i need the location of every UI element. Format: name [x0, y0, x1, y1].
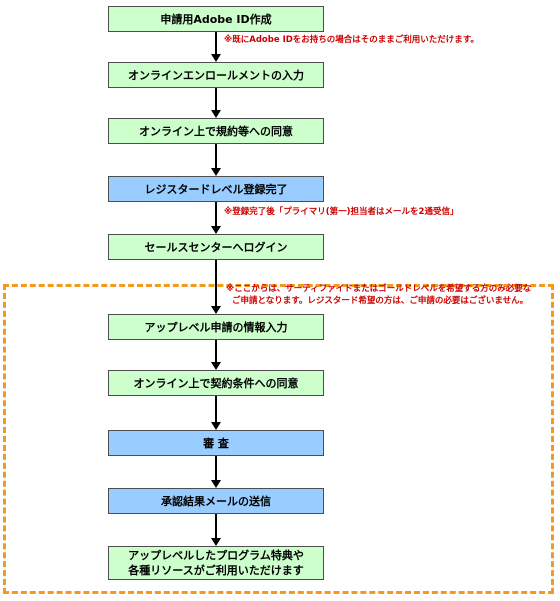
connector-line [215, 88, 217, 110]
arrow-down-icon [211, 168, 221, 176]
step-benefits-available: アップレベルしたプログラム特典や 各種リソースがご利用いただけます [108, 546, 324, 580]
connector-line [215, 456, 217, 480]
step-review: 審 査 [108, 430, 324, 456]
step-agree-contract: オンライン上で契約条件への同意 [108, 370, 324, 396]
arrow-down-icon [211, 110, 221, 118]
step-label: オンライン上で契約条件への同意 [133, 376, 299, 390]
connector-line [215, 32, 217, 54]
step-sales-center-login: セールスセンターへログイン [108, 234, 324, 260]
connector-line [215, 202, 217, 226]
arrow-down-icon [211, 538, 221, 546]
step-registered-complete: レジスタードレベル登録完了 [108, 176, 324, 202]
step-label: オンラインエンロールメントの入力 [128, 68, 304, 82]
note-upgrade-line2: ご申請となります。レジスタード希望の方は、ご申請の必要はございません。 [232, 296, 529, 306]
step-approval-email: 承認結果メールの送信 [108, 488, 324, 514]
step-create-adobe-id: 申請用Adobe ID作成 [108, 6, 324, 32]
step-label: 承認結果メールの送信 [161, 494, 271, 508]
arrow-down-icon [211, 480, 221, 488]
step-online-enrollment: オンラインエンロールメントの入力 [108, 62, 324, 88]
arrow-down-icon [211, 422, 221, 430]
step-label: レジスタードレベル登録完了 [144, 182, 288, 196]
arrow-down-icon [211, 362, 221, 370]
step-label: セールスセンターへログイン [144, 240, 288, 254]
connector-line [215, 396, 217, 422]
connector-line [215, 144, 217, 168]
note-registered: ※登録完了後「プライマリ(第一)担当者はメールを2通受信」 [224, 207, 459, 217]
step-label: 申請用Adobe ID作成 [160, 12, 272, 26]
connector-line [215, 514, 217, 538]
step-agree-terms: オンライン上で規約等への同意 [108, 118, 324, 144]
note-upgrade-line1: ※ここからは、サーティファイドまたはゴールドレベルを希望する方のみ必要な [226, 284, 532, 294]
arrow-down-icon [211, 306, 221, 314]
step-label: オンライン上で規約等への同意 [139, 124, 293, 138]
note-adobe-id: ※既にAdobe IDをお持ちの場合はそのままご利用いただけます。 [224, 35, 479, 45]
step-label-line2: 各種リソースがご利用いただけます [128, 564, 304, 577]
step-upgrade-info-input: アップレベル申請の情報入力 [108, 314, 324, 340]
arrow-down-icon [211, 54, 221, 62]
connector-line [215, 260, 217, 306]
arrow-down-icon [211, 226, 221, 234]
step-label-line1: アップレベルしたプログラム特典や [128, 549, 304, 562]
connector-line [215, 340, 217, 362]
step-label: アップレベル申請の情報入力 [144, 320, 288, 334]
upgrade-section-border [3, 284, 554, 594]
step-label: 審 査 [203, 436, 229, 450]
